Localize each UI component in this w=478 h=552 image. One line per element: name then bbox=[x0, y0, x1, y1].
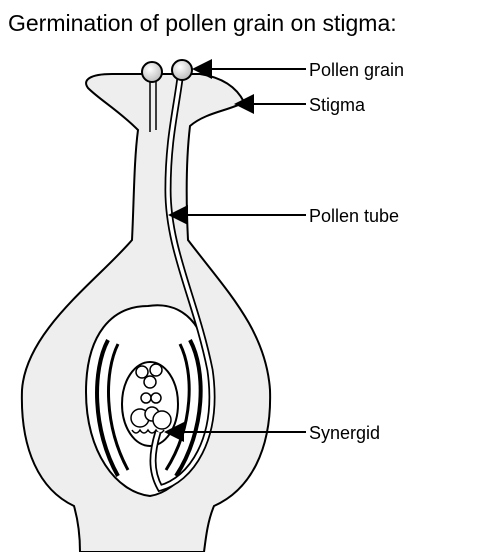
pollen-grain-right bbox=[171, 59, 193, 81]
polar-nucleus bbox=[140, 392, 152, 404]
label-pollen-grain: Pollen grain bbox=[309, 60, 404, 80]
integument-right-outer bbox=[174, 339, 203, 478]
antipodal-cell bbox=[135, 365, 149, 379]
label-synergid: Synergid bbox=[309, 423, 380, 443]
pollen-grain-left bbox=[141, 61, 163, 83]
embryo-sac bbox=[121, 361, 179, 447]
pollen-tube-lumen bbox=[151, 77, 214, 491]
antipodal-cell bbox=[149, 363, 163, 377]
synergid-cell bbox=[152, 410, 172, 430]
integument-left-outer bbox=[95, 339, 120, 477]
antipodal-cell bbox=[143, 375, 157, 389]
integument-right-inner bbox=[164, 343, 191, 471]
polar-nucleus bbox=[150, 392, 162, 404]
label-stigma: Stigma bbox=[309, 95, 366, 115]
page-title: Germination of pollen grain on stigma: bbox=[8, 10, 397, 36]
integument-left-inner bbox=[107, 343, 130, 471]
label-pollen-tube: Pollen tube bbox=[309, 206, 399, 226]
